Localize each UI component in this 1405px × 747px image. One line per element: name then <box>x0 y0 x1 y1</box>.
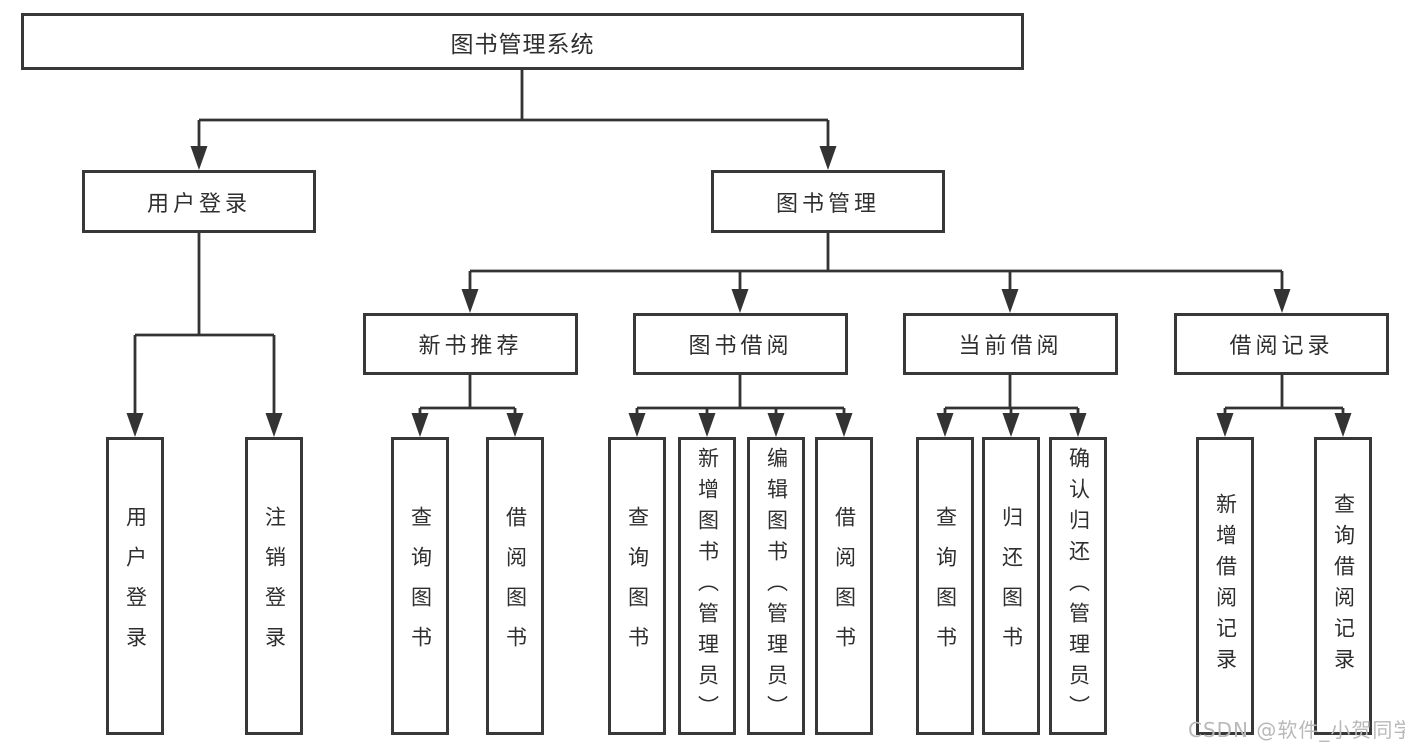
leaf-add-book-admin: 新增图书（管理员） <box>678 437 736 735</box>
leaf-query-books-borrowing: 查询图书 <box>608 437 666 735</box>
leaf-add-borrow-record: 新增借阅记录 <box>1196 437 1254 735</box>
node-book-management: 图书管理 <box>711 170 945 233</box>
leaf-borrow-books-borrowing: 借阅图书 <box>815 437 873 735</box>
node-new-book-recommendation: 新书推荐 <box>363 313 578 375</box>
leaf-edit-book-admin: 编辑图书（管理员） <box>747 437 805 735</box>
leaf-borrow-books-recommend: 借阅图书 <box>486 437 544 735</box>
leaf-query-borrow-record: 查询借阅记录 <box>1314 437 1372 735</box>
node-user-login: 用户登录 <box>82 170 316 233</box>
node-current-borrowing: 当前借阅 <box>903 313 1118 375</box>
leaf-confirm-return-admin: 确认归还（管理员） <box>1049 437 1107 735</box>
leaf-query-books-recommend: 查询图书 <box>391 437 449 735</box>
csdn-watermark: CSDN @软件_小贺同学 <box>1188 718 1405 742</box>
leaf-return-books: 归还图书 <box>982 437 1040 735</box>
leaf-logout: 注销登录 <box>245 437 303 735</box>
leaf-query-books-current: 查询图书 <box>916 437 974 735</box>
node-book-borrowing: 图书借阅 <box>633 313 848 375</box>
node-root: 图书管理系统 <box>21 13 1024 70</box>
leaf-user-login: 用户登录 <box>106 437 164 735</box>
node-borrowing-records: 借阅记录 <box>1174 313 1389 375</box>
